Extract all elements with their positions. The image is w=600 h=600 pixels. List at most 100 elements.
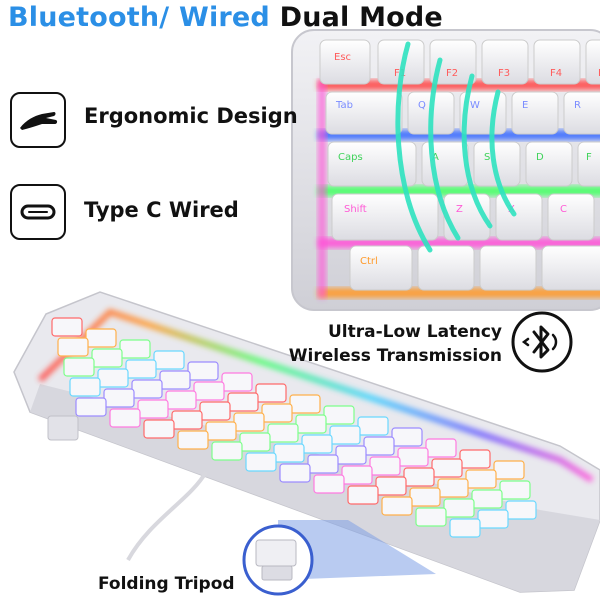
full-keycap	[171, 410, 203, 430]
key-legend-d: D	[536, 152, 544, 163]
full-keycap	[97, 368, 129, 388]
key-legend-q: Q	[418, 100, 426, 111]
ctrl-row	[349, 245, 600, 291]
full-keycap	[493, 460, 525, 480]
full-keycap	[137, 399, 169, 419]
key-legend-s: S	[484, 152, 490, 163]
full-keycap	[477, 509, 509, 529]
full-keycap	[51, 317, 83, 337]
full-keycap	[437, 478, 469, 498]
keyboard-closeup: Esc F1 F2 F3 F4 F5 Tab Q W E R Caps A S …	[291, 29, 600, 311]
full-keycap	[335, 445, 367, 465]
full-keycap	[85, 328, 117, 348]
full-keycap	[369, 456, 401, 476]
full-keycap	[267, 423, 299, 443]
full-keycap	[239, 432, 271, 452]
full-keycap	[431, 458, 463, 478]
wireless-line-2: Wireless Transmission	[288, 346, 502, 366]
full-keycap	[465, 469, 497, 489]
full-keycap	[109, 408, 141, 428]
full-keycap	[397, 447, 429, 467]
key-legend-tab: Tab	[335, 100, 353, 111]
full-keycap	[307, 454, 339, 474]
key-legend-f3: F3	[498, 68, 510, 79]
full-keycap	[57, 337, 89, 357]
key-legend-f2: F2	[446, 68, 458, 79]
full-keycap	[443, 498, 475, 518]
full-keycap	[159, 370, 191, 390]
usb-c-port-icon	[10, 184, 66, 240]
full-keycap	[409, 487, 441, 507]
full-keycap	[187, 361, 219, 381]
full-keycap	[221, 372, 253, 392]
full-keycap	[301, 434, 333, 454]
shift-row	[331, 193, 595, 241]
full-keycap	[255, 383, 287, 403]
full-keycap	[261, 403, 293, 423]
full-keycap	[471, 489, 503, 509]
full-keycap	[381, 496, 413, 516]
key-legend-c: C	[560, 204, 567, 215]
feature-label-typec: Type C Wired	[84, 198, 239, 222]
key-legend-z: Z	[456, 204, 463, 215]
full-keycap	[103, 388, 135, 408]
full-keycap	[177, 430, 209, 450]
full-keycap	[459, 449, 491, 469]
full-keycap	[211, 441, 243, 461]
full-keycap	[347, 485, 379, 505]
full-keycap	[289, 394, 321, 414]
page-title: Bluetooth/ Wired Dual Mode	[8, 2, 443, 33]
key-legend-ctrl: Ctrl	[360, 256, 378, 267]
full-keycap	[75, 397, 107, 417]
full-keycap	[227, 392, 259, 412]
full-keycap	[233, 412, 265, 432]
full-keycap	[313, 474, 345, 494]
full-keycap	[403, 467, 435, 487]
full-keycap	[143, 419, 175, 439]
function-row	[319, 39, 600, 85]
full-keycap	[193, 381, 225, 401]
full-keycap	[425, 438, 457, 458]
full-keycap	[63, 357, 95, 377]
keyboard-full	[13, 291, 600, 593]
key-legend-f5: F5	[598, 68, 600, 79]
full-keycap	[357, 416, 389, 436]
full-keycap	[329, 425, 361, 445]
full-keycap	[499, 480, 531, 500]
full-keycap	[131, 379, 163, 399]
tripod-foot	[47, 415, 79, 441]
full-keycap	[205, 421, 237, 441]
full-keycap	[273, 443, 305, 463]
full-keycap	[119, 339, 151, 359]
key-legend-e: E	[522, 100, 528, 111]
tripod-callout	[242, 520, 436, 596]
full-keycap	[341, 465, 373, 485]
key-legend-f: F	[586, 152, 592, 163]
full-keycap	[363, 436, 395, 456]
full-keycap	[153, 350, 185, 370]
key-legend-f4: F4	[550, 68, 562, 79]
full-keycap	[165, 390, 197, 410]
key-legend-shift: Shift	[344, 204, 367, 215]
wireless-text: Ultra-Low Latency Wireless Transmission	[289, 320, 502, 368]
key-legend-r: R	[574, 100, 581, 111]
feature-label-ergonomic: Ergonomic Design	[84, 104, 298, 128]
full-keycap	[375, 476, 407, 496]
signal-waves	[395, 41, 517, 253]
full-keycap	[323, 405, 355, 425]
full-keycap	[245, 452, 277, 472]
full-keycap	[449, 518, 481, 538]
hand-ergonomic-icon	[10, 92, 66, 148]
title-highlight: Bluetooth/ Wired	[8, 2, 270, 33]
key-legend-esc: Esc	[334, 52, 351, 63]
full-keycap	[199, 401, 231, 421]
key-legend-caps: Caps	[338, 152, 363, 163]
full-keycap	[295, 414, 327, 434]
key-legend-a: A	[432, 152, 439, 163]
full-keycap	[505, 500, 537, 520]
full-keycap	[91, 348, 123, 368]
key-legend-w: W	[470, 100, 480, 111]
tripod-label: Folding Tripod	[98, 574, 235, 594]
full-keycap	[125, 359, 157, 379]
